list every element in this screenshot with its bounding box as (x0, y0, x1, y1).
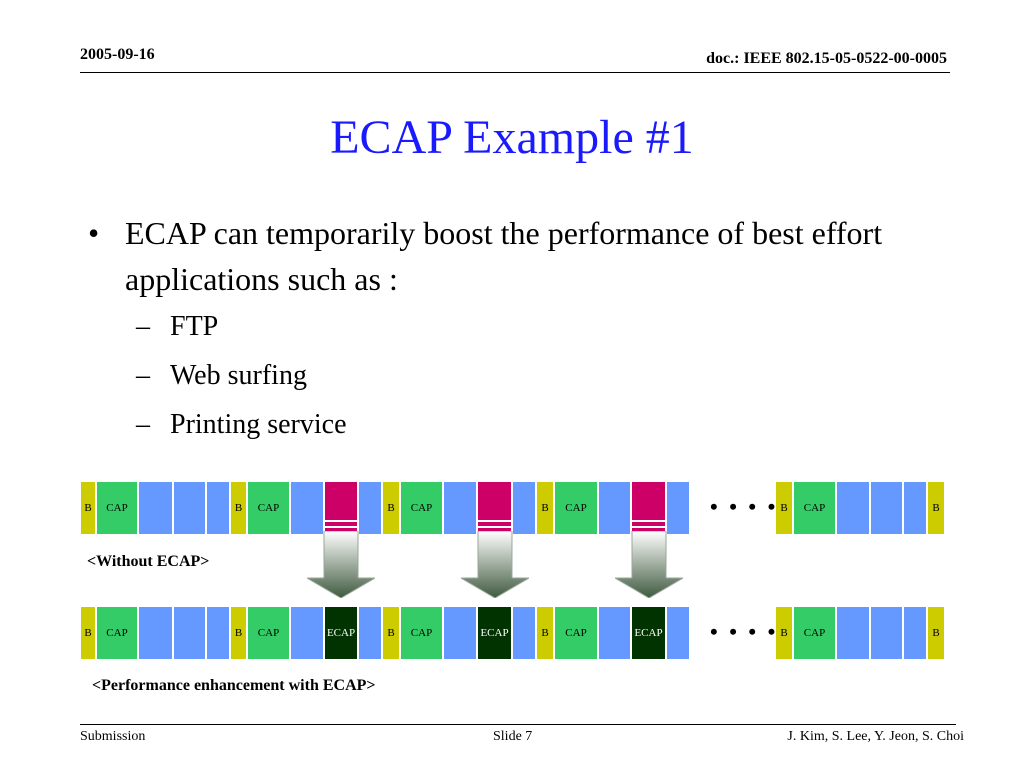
header-divider (80, 72, 950, 73)
beacon-slot: B (536, 481, 554, 535)
ecap-slot: ECAP (631, 606, 666, 660)
beacon-slot: B (80, 481, 96, 535)
gts-slot (598, 606, 631, 660)
gts-slot (666, 606, 690, 660)
superframe-row-with-ecap: B CAP B CAP ECAP B CAP ECAP B CAP ECAP B… (80, 606, 945, 660)
dash-icon: – (136, 311, 150, 342)
gts-slot (443, 606, 477, 660)
sub-bullet-web: – Web surfing (88, 351, 948, 400)
ecap-slot: ECAP (477, 606, 512, 660)
busy-slot (631, 481, 666, 535)
gts-slot (836, 606, 870, 660)
gts-slot (903, 481, 927, 535)
beacon-slot: B (230, 606, 247, 660)
bullet-main: • ECAP can temporarily boost the perform… (88, 210, 948, 302)
gts-slot (870, 606, 903, 660)
down-arrow-icon (615, 531, 683, 598)
sub-bullet-text: FTP (170, 311, 219, 342)
beacon-slot: B (382, 606, 400, 660)
caption-without-ecap: <Without ECAP> (87, 553, 210, 570)
slide-title: ECAP Example #1 (330, 111, 694, 164)
gts-slot (598, 481, 631, 535)
dash-icon: – (136, 360, 150, 391)
down-arrow-icon (307, 531, 375, 598)
dash-icon: – (136, 409, 150, 440)
header-date: 2005-09-16 (80, 46, 155, 63)
cap-slot: CAP (793, 481, 836, 535)
cap-slot: CAP (400, 481, 443, 535)
cap-slot: CAP (554, 606, 598, 660)
gts-slot (206, 606, 230, 660)
busy-slot (324, 481, 358, 535)
footer-authors: J. Kim, S. Lee, Y. Jeon, S. Choi (787, 729, 964, 744)
beacon-slot: B (775, 606, 793, 660)
gts-slot (870, 481, 903, 535)
ellipsis-dots: • • • • (710, 619, 779, 644)
beacon-slot: B (775, 481, 793, 535)
cap-slot: CAP (793, 606, 836, 660)
footer-submission: Submission (80, 729, 146, 744)
beacon-slot: B (382, 481, 400, 535)
gts-slot (173, 606, 206, 660)
footer-divider (80, 724, 956, 725)
sub-bullet-text: Printing service (170, 409, 347, 440)
bullet-main-text: ECAP can temporarily boost the performan… (125, 215, 883, 297)
gts-slot (358, 481, 382, 535)
bullet-dot-icon: • (88, 215, 100, 251)
down-arrow-icon (461, 531, 529, 598)
bullet-list: • ECAP can temporarily boost the perform… (88, 210, 948, 449)
gts-slot (443, 481, 477, 535)
sub-bullet-ftp: – FTP (88, 302, 948, 351)
cap-slot: CAP (96, 606, 138, 660)
gts-slot (290, 606, 324, 660)
cap-slot: CAP (96, 481, 138, 535)
ecap-slot: ECAP (324, 606, 358, 660)
gts-slot (903, 606, 927, 660)
cap-slot: CAP (247, 606, 290, 660)
gts-slot (836, 481, 870, 535)
gts-slot (138, 481, 173, 535)
caption-with-ecap: <Performance enhancement with ECAP> (92, 677, 376, 694)
beacon-slot: B (927, 606, 945, 660)
beacon-slot: B (80, 606, 96, 660)
beacon-slot: B (927, 481, 945, 535)
ellipsis-dots: • • • • (710, 494, 779, 519)
beacon-slot: B (536, 606, 554, 660)
cap-slot: CAP (247, 481, 290, 535)
gts-slot (290, 481, 324, 535)
sub-bullet-text: Web surfing (170, 360, 307, 391)
sub-bullet-printing: – Printing service (88, 400, 948, 449)
header-doc-id: doc.: IEEE 802.15-05-0522-00-0005 (706, 50, 947, 67)
cap-slot: CAP (400, 606, 443, 660)
cap-slot: CAP (554, 481, 598, 535)
beacon-slot: B (230, 481, 247, 535)
gts-slot (173, 481, 206, 535)
gts-slot (666, 481, 690, 535)
superframe-row-without-ecap: B CAP B CAP B CAP B CAP B CAP B (80, 481, 945, 535)
gts-slot (512, 481, 536, 535)
gts-slot (138, 606, 173, 660)
gts-slot (512, 606, 536, 660)
footer-slide-number: Slide 7 (493, 729, 533, 744)
gts-slot (358, 606, 382, 660)
busy-slot (477, 481, 512, 535)
gts-slot (206, 481, 230, 535)
